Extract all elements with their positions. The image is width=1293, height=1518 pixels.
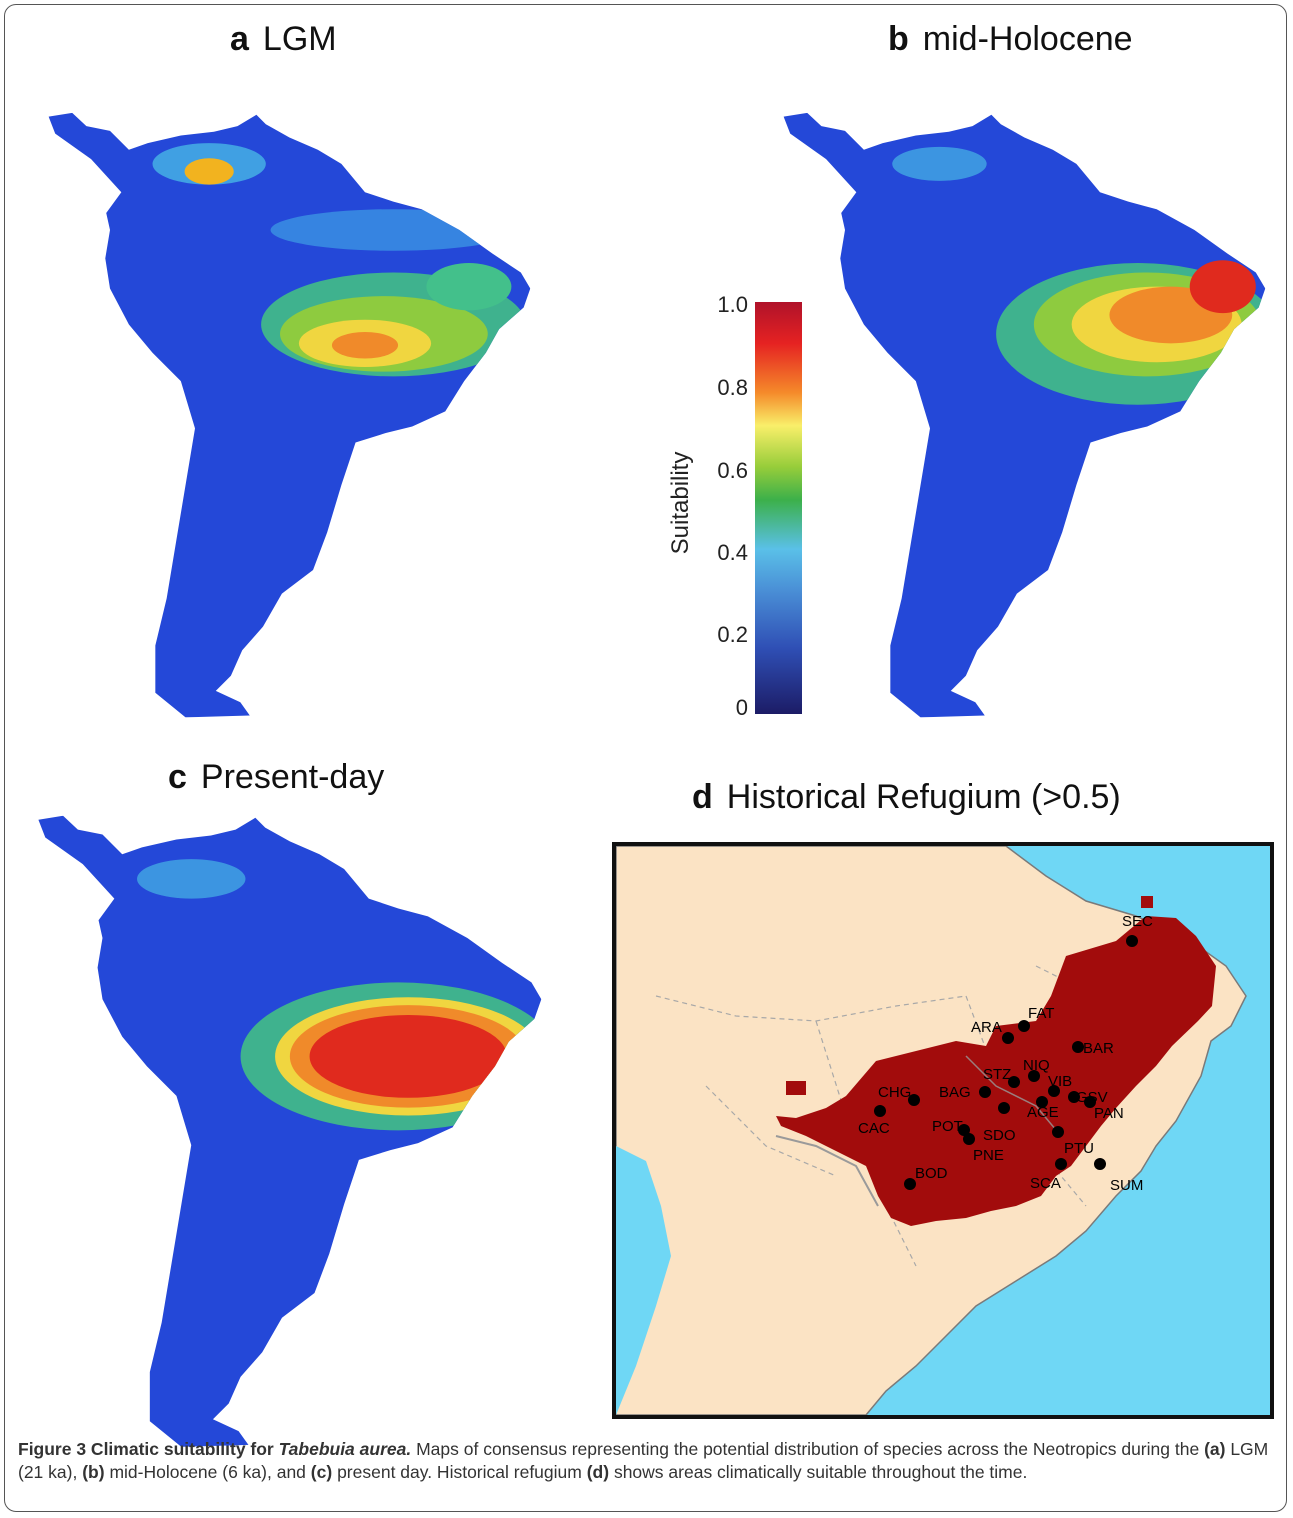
site-marker-pne <box>963 1133 975 1145</box>
map-present-day <box>38 815 542 1447</box>
caption-text: Maps of consensus representing the poten… <box>416 1439 1200 1459</box>
site-label-sca: SCA <box>1030 1175 1061 1192</box>
site-markers <box>874 935 1138 1190</box>
site-marker-niq <box>1028 1070 1040 1082</box>
site-label-chg: CHG <box>878 1084 911 1101</box>
site-label-age: AGE <box>1027 1104 1059 1121</box>
colorbar-tick: 0 <box>735 695 748 720</box>
site-marker-age <box>1036 1096 1048 1108</box>
site-label-stz: STZ <box>983 1066 1011 1083</box>
colorbar-tick: 1.0 <box>717 292 748 317</box>
caption-ref-c: (c) <box>310 1462 333 1482</box>
caption-title: Figure 3 Climatic suitability for <box>18 1439 274 1459</box>
colorbar-tick: 0.6 <box>717 458 748 483</box>
caption-text-c: present day. Historical refugium <box>337 1462 582 1482</box>
site-marker-fat <box>1018 1020 1030 1032</box>
site-marker-pot <box>958 1124 970 1136</box>
caption-ref-a: (a) <box>1204 1439 1226 1459</box>
site-label-ptu: PTU <box>1064 1140 1094 1157</box>
site-marker-pan <box>1084 1096 1096 1108</box>
site-marker-sdo <box>998 1102 1010 1114</box>
site-marker-chg <box>908 1094 920 1106</box>
caption-text-a: LGM (21 ka), <box>18 1439 1269 1482</box>
colorbar-tick: 0.4 <box>717 540 748 565</box>
figure-caption: Figure 3 Climatic suitability for Tabebu… <box>18 1438 1278 1484</box>
site-marker-sum <box>1094 1158 1106 1170</box>
site-label-sec: SEC <box>1122 913 1153 930</box>
figure-frame <box>4 4 1287 1512</box>
site-marker-ptu <box>1052 1126 1064 1138</box>
site-label-gsv: GSV <box>1076 1089 1108 1106</box>
site-label-pot: POT <box>932 1118 963 1135</box>
site-label-pne: PNE <box>973 1147 1004 1164</box>
suitability-colorbar <box>755 302 802 714</box>
site-marker-bag <box>979 1086 991 1098</box>
colorbar-tick: 0.8 <box>717 375 748 400</box>
colorbar-label: Suitability <box>667 451 694 555</box>
site-label-cac: CAC <box>858 1120 890 1137</box>
site-marker-gsv <box>1068 1091 1080 1103</box>
site-label-sdo: SDO <box>983 1127 1016 1144</box>
site-label-bod: BOD <box>915 1165 948 1182</box>
caption-text-d: shows areas climatically suitable throug… <box>613 1462 1028 1482</box>
site-marker-sec <box>1126 935 1138 947</box>
caption-text-b: mid-Holocene (6 ka), and <box>109 1462 306 1482</box>
map-mid-holocene <box>783 112 1266 718</box>
site-marker-ara <box>1002 1032 1014 1044</box>
site-label-niq: NIQ <box>1023 1057 1050 1074</box>
site-label-pan: PAN <box>1094 1105 1124 1122</box>
caption-ref-b: (b) <box>82 1462 105 1482</box>
map-lgm <box>48 112 531 718</box>
site-marker-sca <box>1055 1158 1067 1170</box>
site-marker-bod <box>904 1178 916 1190</box>
caption-species: Tabebuia aurea. <box>278 1439 412 1459</box>
caption-ref-d: (d) <box>586 1462 610 1482</box>
site-marker-vib <box>1048 1085 1060 1097</box>
site-label-sum: SUM <box>1110 1177 1143 1194</box>
site-label-ara: ARA <box>971 1019 1002 1036</box>
colorbar-tick: 0.2 <box>717 622 748 647</box>
site-label-bag: BAG <box>939 1084 971 1101</box>
site-label-vib: VIB <box>1048 1073 1072 1090</box>
site-label-bar: BAR <box>1083 1040 1114 1057</box>
site-marker-cac <box>874 1105 886 1117</box>
site-marker-stz <box>1008 1076 1020 1088</box>
site-marker-bar <box>1072 1041 1084 1053</box>
site-label-fat: FAT <box>1028 1005 1054 1022</box>
